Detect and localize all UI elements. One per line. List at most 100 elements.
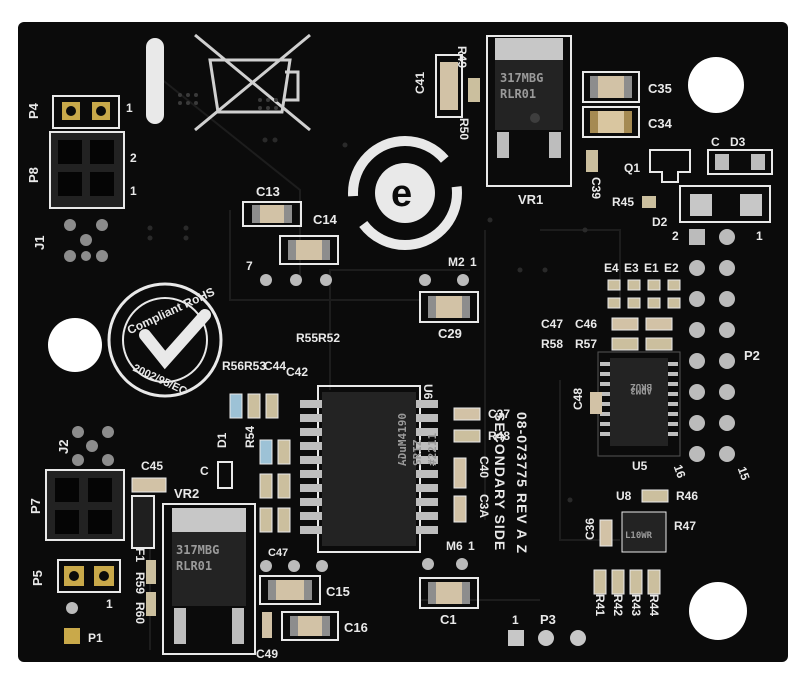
c1-body <box>428 582 470 604</box>
label-d1: D1 <box>215 432 229 448</box>
label-d2: D2 <box>652 215 668 229</box>
d2-pin1: 1 <box>756 229 763 243</box>
c34-outline <box>582 106 640 138</box>
part-number-text: 08-073775 REV A Z <box>514 412 530 554</box>
label-m6: M6 <box>446 539 463 553</box>
label-c48: C48 <box>571 388 585 410</box>
vr1-body <box>495 60 563 130</box>
secondary-side-text: SECONDARY SIDE <box>492 412 508 551</box>
p4-pad-2-hole <box>96 106 106 116</box>
r49-body <box>468 78 480 102</box>
p5-pad-1-hole <box>69 571 79 581</box>
c37-body <box>453 407 481 421</box>
label-r54: R54 <box>243 426 257 448</box>
label-c34: C34 <box>648 116 673 131</box>
u8-body <box>621 511 667 553</box>
label-u5: U5 <box>632 459 648 473</box>
vr2-outline <box>162 503 256 655</box>
d2-pin2: 2 <box>672 229 679 243</box>
label-p4: P4 <box>26 102 41 119</box>
label-d3: D3 <box>730 135 746 149</box>
d3-outline <box>707 149 773 175</box>
vr2-tab <box>172 508 246 532</box>
p2-pin16: 16 <box>671 463 689 481</box>
c34-end-a <box>590 111 598 133</box>
vr2-lead-a <box>174 608 186 644</box>
c14-outline <box>279 235 339 265</box>
label-r50: R50 <box>457 118 471 140</box>
c49-body <box>262 612 272 638</box>
label-d1-c: C <box>200 464 209 478</box>
label-c37: C37 <box>488 407 510 421</box>
left-resistor-column <box>229 393 291 533</box>
p2-pin15: 15 <box>735 465 753 483</box>
vr1-lead-b <box>549 132 561 158</box>
m2-pin1: 1 <box>470 255 477 269</box>
label-e2: E2 <box>664 261 679 275</box>
label-u6: U6 <box>421 384 435 400</box>
p8-pin-c <box>58 172 82 196</box>
label-r41: R41 <box>593 594 607 616</box>
label-e4: E4 <box>604 261 619 275</box>
c29-end-a <box>428 296 436 318</box>
label-c40: C40 <box>477 456 491 478</box>
via-dots-top <box>178 93 278 110</box>
c41-outline <box>435 54 463 118</box>
u5-marking-2: BRUZ <box>630 381 652 391</box>
label-c47-small: C47 <box>268 547 288 559</box>
c16-outline <box>281 611 339 641</box>
label-p2: P2 <box>744 348 760 363</box>
vr1-dot <box>530 113 540 123</box>
p3-pad-1 <box>508 630 524 646</box>
label-r47: R47 <box>674 519 696 533</box>
c1-end-b <box>462 582 470 604</box>
u5-leads <box>600 362 678 436</box>
p7-pin-a <box>55 478 79 502</box>
silk-bar <box>146 38 164 124</box>
label-p7: P7 <box>28 498 43 514</box>
label-c45: C45 <box>141 459 163 473</box>
c48-body <box>590 392 602 414</box>
label-e3: E3 <box>624 261 639 275</box>
c29-body <box>428 296 470 318</box>
c14-end-a <box>288 240 296 260</box>
p8-pin2-label: 2 <box>130 151 137 165</box>
label-r60: R60 <box>133 602 147 624</box>
c14-leads <box>260 274 332 286</box>
m6-pin1: 1 <box>468 539 475 553</box>
c15-outline <box>259 575 321 605</box>
label-q1: Q1 <box>624 161 640 175</box>
label-c36: C36 <box>583 518 597 540</box>
vr2-body <box>172 532 246 606</box>
u5-body <box>610 358 668 446</box>
c3a-body <box>453 495 467 523</box>
p7-pin-d <box>88 510 112 534</box>
c41-body <box>440 62 458 110</box>
c46-body <box>645 317 673 331</box>
c15-leads <box>260 560 328 572</box>
p5-pin1: 1 <box>106 597 113 611</box>
label-e1: E1 <box>644 261 659 275</box>
vr1-lead-a <box>497 132 509 158</box>
c16-end-a <box>290 616 298 636</box>
vr1-tab <box>495 38 563 60</box>
p4-pad-1-hole <box>66 106 76 116</box>
label-c: C <box>711 135 720 149</box>
label-p5: P5 <box>30 570 45 586</box>
c15-end-b <box>304 580 312 600</box>
c15-body <box>268 580 312 600</box>
label-c3a: C3A <box>477 494 491 518</box>
r60-body <box>146 592 156 616</box>
label-c42: C42 <box>286 365 308 379</box>
u6-marking-2: SRIZ <box>411 439 424 466</box>
r46-body <box>641 489 669 503</box>
d2-pad-a <box>690 194 712 216</box>
label-r56: R56 <box>222 359 244 373</box>
u6-outline <box>317 385 421 553</box>
label-r57: R57 <box>575 337 597 351</box>
label-c14: C14 <box>313 212 338 227</box>
p2-header-pads <box>689 229 735 462</box>
r58-body <box>611 337 639 351</box>
c16-body <box>290 616 330 636</box>
